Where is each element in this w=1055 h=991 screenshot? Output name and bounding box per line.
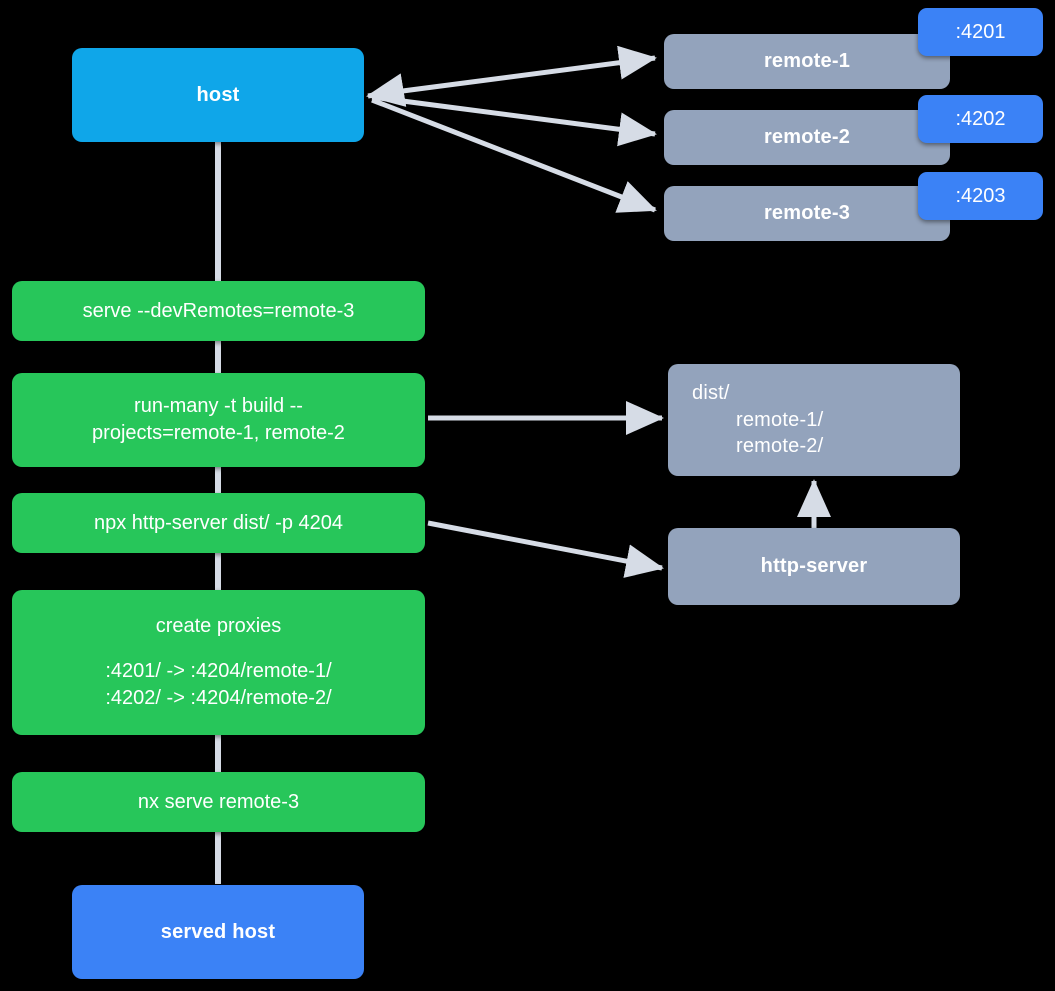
node-served-host[interactable]: served host <box>72 885 364 979</box>
spine-segment-proxies-to-nxserve <box>215 725 221 775</box>
command-run-many-line-2: projects=remote-1, remote-2 <box>92 422 345 444</box>
command-create-proxies-mapping-1: :4201/ -> :4204/remote-1/ <box>105 660 332 683</box>
port-badge-remote-1[interactable]: :4201 <box>918 8 1043 56</box>
node-command-run-many[interactable]: run-many -t build -- projects=remote-1, … <box>12 373 425 467</box>
node-host-label: host <box>196 83 240 106</box>
command-run-many-line-1: run-many -t build -- <box>134 395 303 418</box>
node-remote-3-label: remote-3 <box>763 202 851 225</box>
spine-segment-nxserve-to-served <box>215 828 221 884</box>
edge-host-to-remote-3 <box>371 97 657 213</box>
command-create-proxies-mapping-2: :4202/ -> :4204/remote-2/ <box>105 686 332 709</box>
dist-child-remote-2: remote-2/ <box>736 435 824 458</box>
spine-segment-serve-to-runmany <box>215 336 221 386</box>
edge-host-to-remote-2 <box>371 94 657 147</box>
edge-remotes-to-host-arrowhead <box>366 73 407 107</box>
spine-segment-host-to-serve <box>215 138 221 288</box>
command-serve-devremotes-line-1: serve --devRemotes=remote-3 <box>82 299 355 322</box>
node-served-host-label: served host <box>160 920 276 943</box>
edge-npx-to-httpserver <box>427 520 664 578</box>
node-host[interactable]: host <box>72 48 364 142</box>
port-badge-remote-1-label: :4201 <box>955 20 1006 43</box>
dist-child-remote-1: remote-1/ <box>736 408 824 431</box>
command-create-proxies-title: create proxies <box>155 615 282 638</box>
node-command-npx-http-server[interactable]: npx http-server dist/ -p 4204 <box>12 493 425 553</box>
spine-segment-runmany-to-npx <box>215 450 221 500</box>
node-remote-1[interactable]: remote-1 <box>664 34 950 89</box>
node-remote-2-label: remote-2 <box>763 126 851 149</box>
node-command-nx-serve-remote-3[interactable]: nx serve remote-3 <box>12 772 425 832</box>
node-remote-3[interactable]: remote-3 <box>664 186 950 241</box>
node-http-server-label: http-server <box>760 555 868 578</box>
node-command-create-proxies[interactable]: create proxies :4201/ -> :4204/remote-1/… <box>12 590 425 735</box>
command-nx-serve-remote-3-line-1: nx serve remote-3 <box>137 790 300 813</box>
node-remote-1-label: remote-1 <box>763 50 851 73</box>
port-badge-remote-2[interactable]: :4202 <box>918 95 1043 143</box>
edge-host-to-remote-1 <box>371 45 657 98</box>
port-badge-remote-2-label: :4202 <box>955 107 1006 130</box>
port-badge-remote-3-label: :4203 <box>955 184 1006 207</box>
node-dist-folder[interactable]: dist/ remote-1/ remote-2/ <box>668 364 960 476</box>
node-command-serve-devremotes[interactable]: serve --devRemotes=remote-3 <box>12 281 425 341</box>
node-remote-2[interactable]: remote-2 <box>664 110 950 165</box>
dist-root-label: dist/ <box>692 381 730 404</box>
node-http-server[interactable]: http-server <box>668 528 960 605</box>
command-npx-http-server-line-1: npx http-server dist/ -p 4204 <box>93 511 343 534</box>
port-badge-remote-3[interactable]: :4203 <box>918 172 1043 220</box>
spine-segment-npx-to-proxies <box>215 548 221 596</box>
